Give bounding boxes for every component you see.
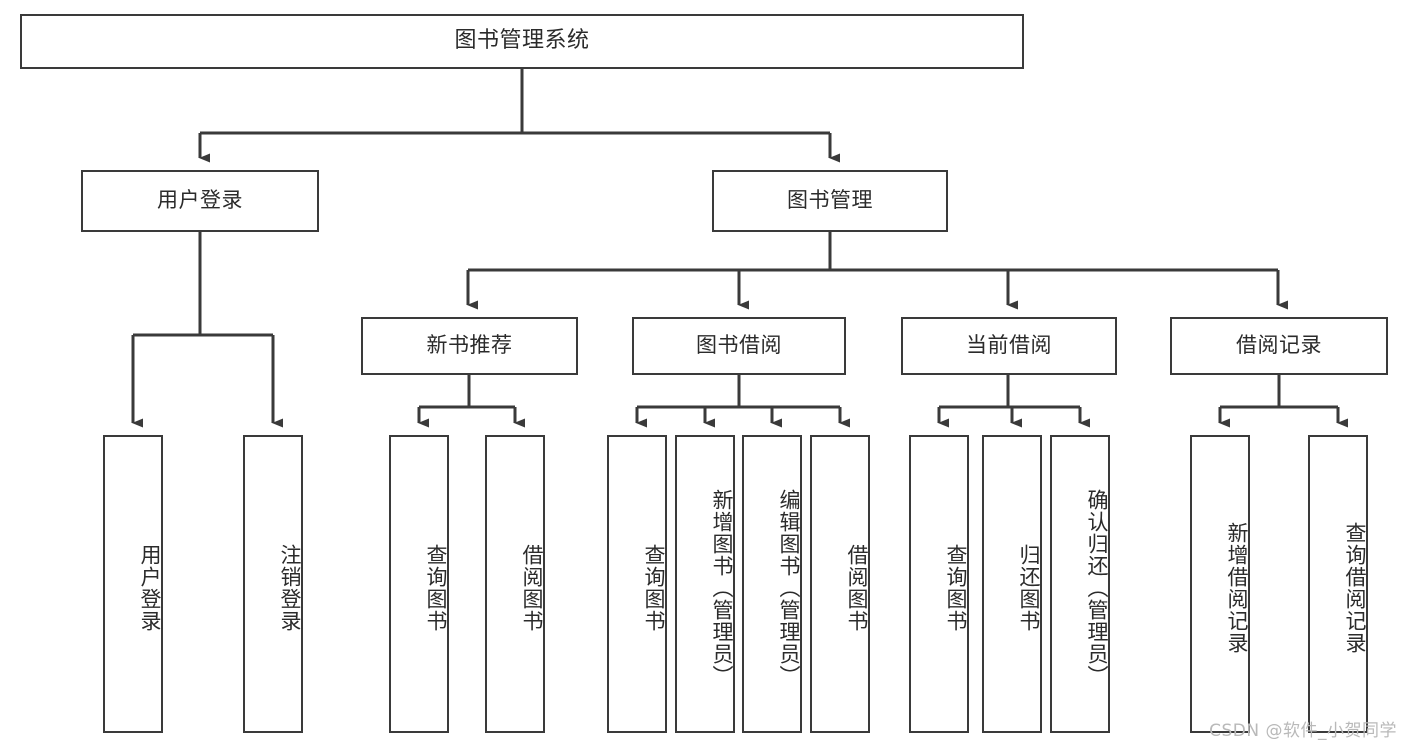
node-book-borrow[interactable]: 图书借阅: [632, 317, 846, 375]
node-leaf-query-borrow-record[interactable]: 查询借阅记录: [1308, 435, 1368, 733]
node-user-login[interactable]: 用户登录: [81, 170, 319, 232]
node-leaf-query-book-cur[interactable]: 查询图书: [909, 435, 969, 733]
node-leaf-add-book-admin-label: 新增图书（管理员）: [710, 489, 734, 687]
node-leaf-confirm-return-admin-label: 确认归还（管理员）: [1085, 489, 1109, 687]
node-leaf-return-book[interactable]: 归还图书: [982, 435, 1042, 733]
node-leaf-edit-book-admin[interactable]: 编辑图书（管理员）: [742, 435, 802, 733]
node-current-borrow-label: 当前借阅: [966, 333, 1052, 358]
node-new-book-recommend-label: 新书推荐: [426, 333, 513, 358]
node-leaf-user-logout-label: 注销登录: [278, 544, 302, 632]
node-book-manage[interactable]: 图书管理: [712, 170, 948, 232]
node-leaf-borrow-book-rec-label: 借阅图书: [520, 544, 544, 632]
node-leaf-query-book-borrow-label: 查询图书: [642, 544, 666, 632]
node-root[interactable]: 图书管理系统: [20, 14, 1024, 69]
node-leaf-edit-book-admin-label: 编辑图书（管理员）: [777, 489, 801, 687]
node-current-borrow[interactable]: 当前借阅: [901, 317, 1117, 375]
node-leaf-borrow-book-rec[interactable]: 借阅图书: [485, 435, 545, 733]
node-leaf-user-login[interactable]: 用户登录: [103, 435, 163, 733]
node-leaf-borrow-book-label: 借阅图书: [845, 544, 869, 632]
node-leaf-query-book-rec[interactable]: 查询图书: [389, 435, 449, 733]
node-leaf-user-logout[interactable]: 注销登录: [243, 435, 303, 733]
node-new-book-recommend[interactable]: 新书推荐: [361, 317, 578, 375]
node-leaf-query-book-borrow[interactable]: 查询图书: [607, 435, 667, 733]
node-leaf-query-book-cur-label: 查询图书: [944, 544, 968, 632]
node-book-manage-label: 图书管理: [787, 188, 873, 213]
node-leaf-user-login-label: 用户登录: [138, 544, 162, 632]
node-borrow-record[interactable]: 借阅记录: [1170, 317, 1388, 375]
node-leaf-borrow-book[interactable]: 借阅图书: [810, 435, 870, 733]
node-root-label: 图书管理系统: [454, 28, 590, 54]
watermark: CSDN @软件_小贺同学: [1209, 721, 1397, 741]
node-user-login-label: 用户登录: [157, 188, 243, 213]
node-leaf-query-borrow-record-label: 查询借阅记录: [1343, 522, 1367, 654]
node-borrow-record-label: 借阅记录: [1236, 333, 1322, 358]
node-leaf-return-book-label: 归还图书: [1017, 544, 1041, 632]
node-leaf-add-book-admin[interactable]: 新增图书（管理员）: [675, 435, 735, 733]
node-leaf-add-borrow-record[interactable]: 新增借阅记录: [1190, 435, 1250, 733]
node-leaf-add-borrow-record-label: 新增借阅记录: [1225, 522, 1249, 654]
node-leaf-confirm-return-admin[interactable]: 确认归还（管理员）: [1050, 435, 1110, 733]
node-leaf-query-book-rec-label: 查询图书: [424, 544, 448, 632]
node-book-borrow-label: 图书借阅: [696, 333, 782, 358]
